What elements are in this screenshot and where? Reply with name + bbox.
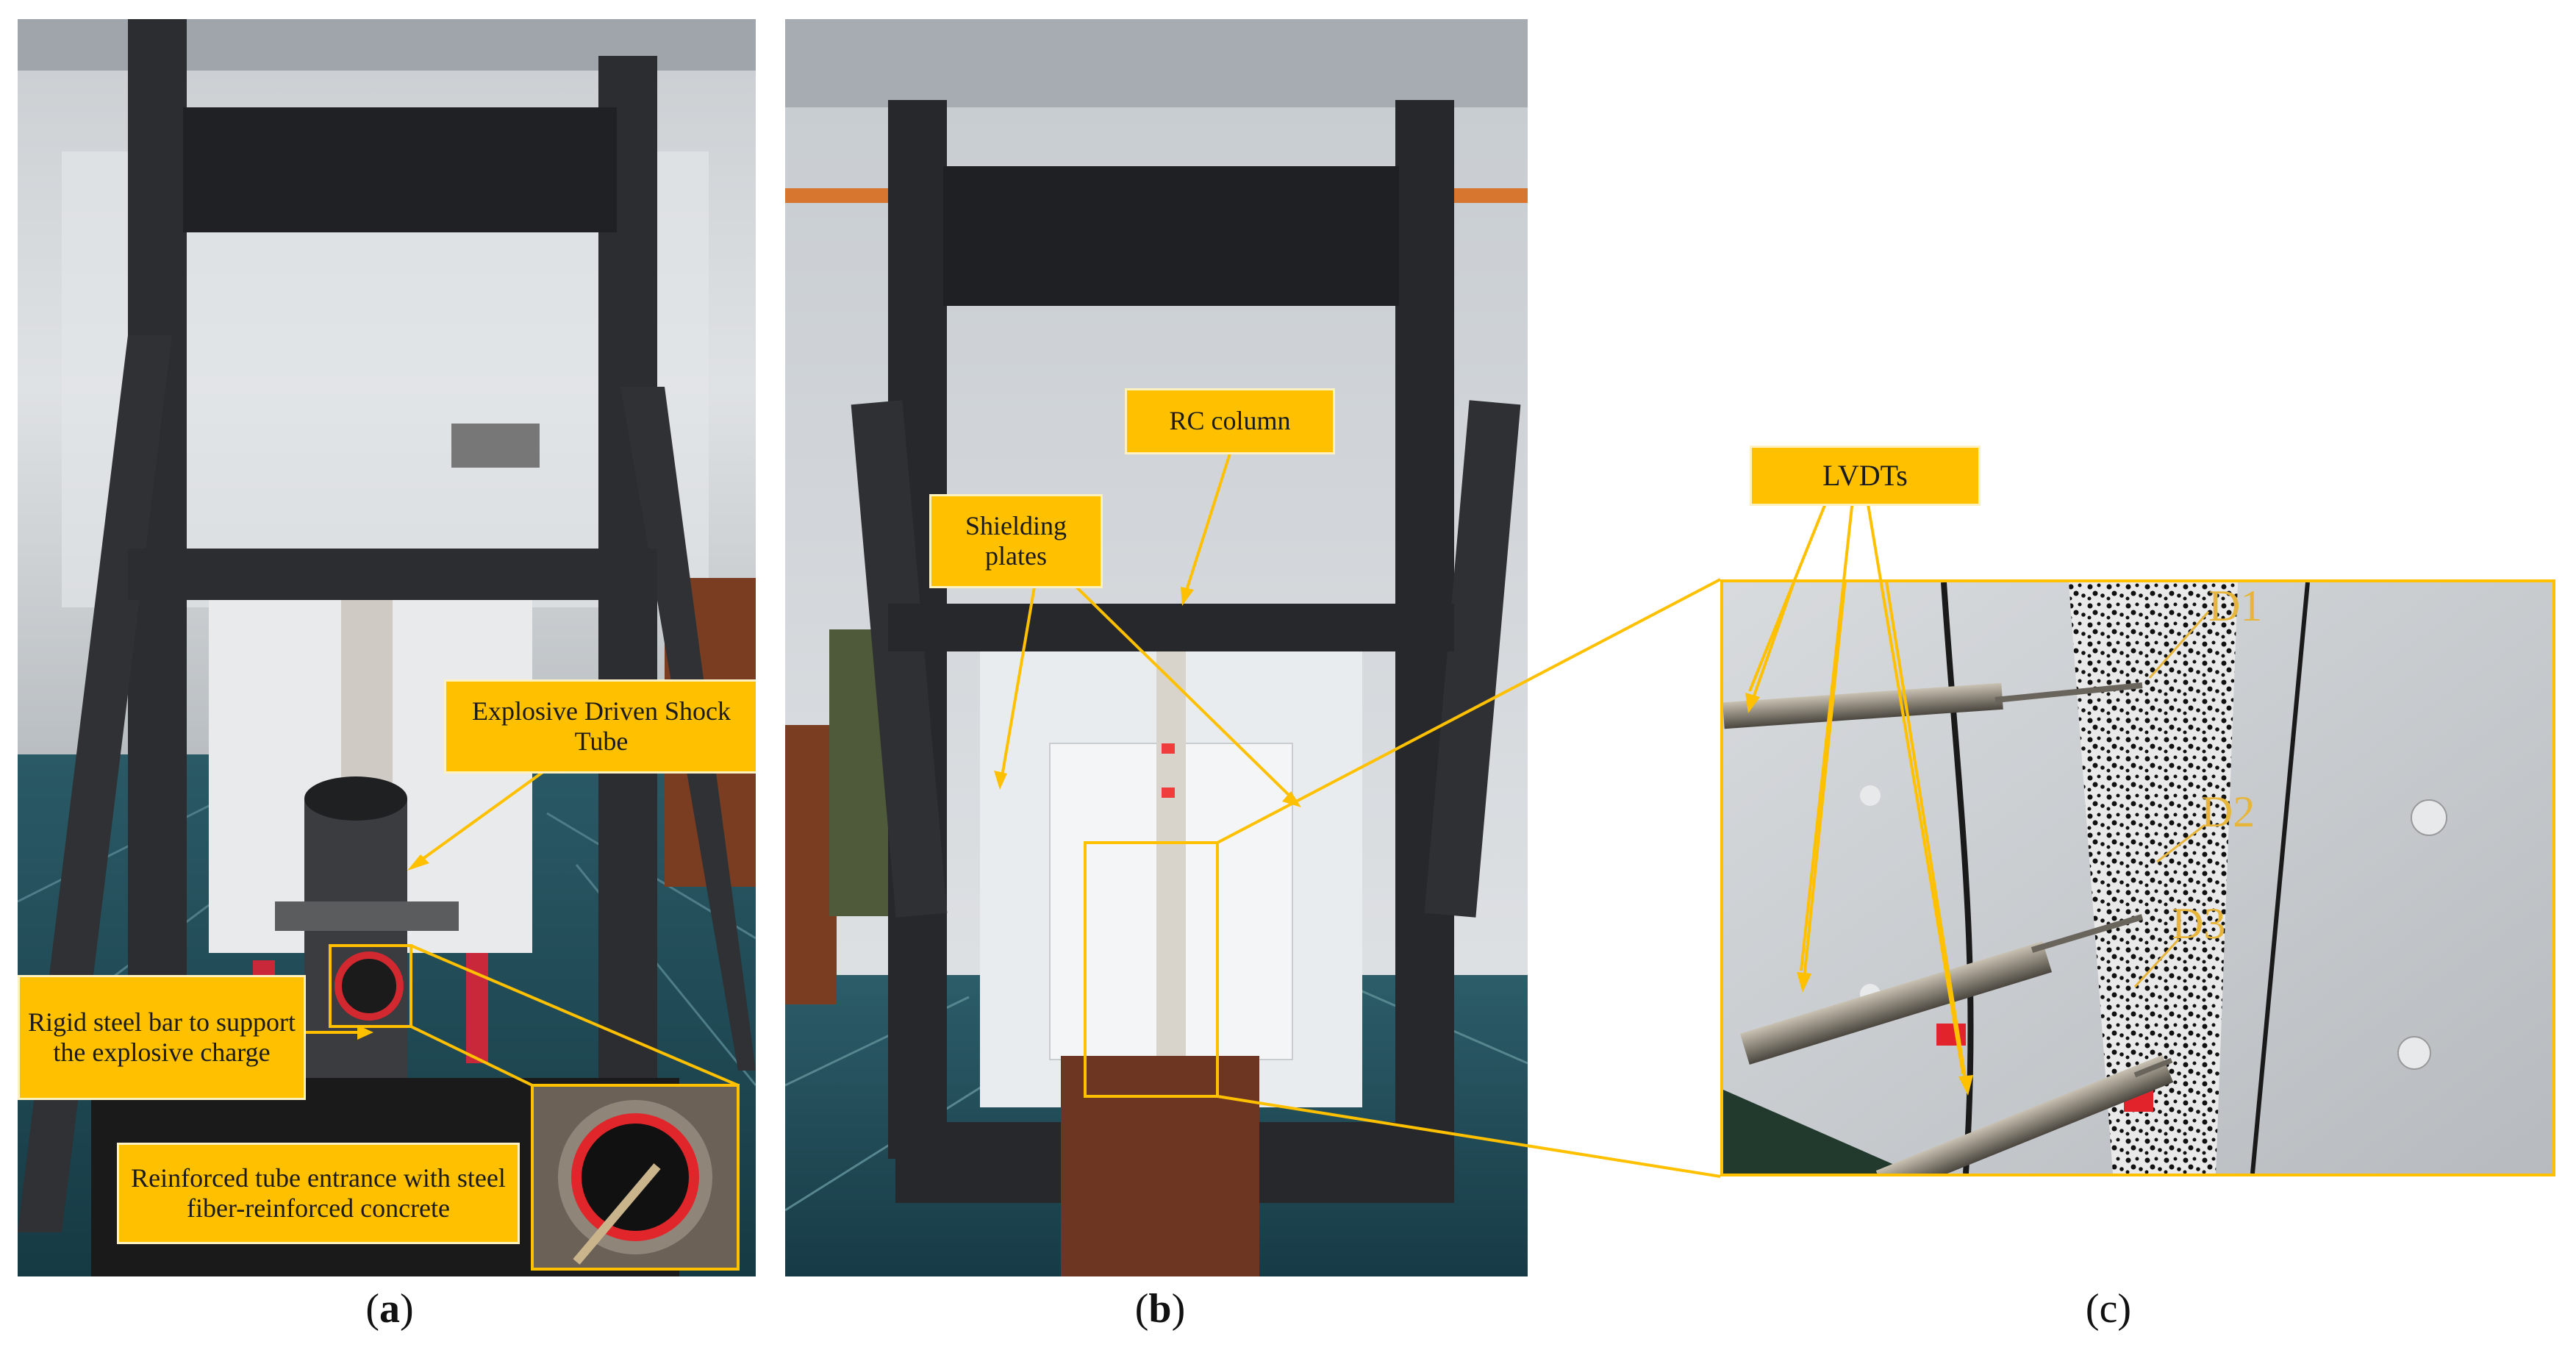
- shock-tube-photo: [18, 19, 756, 1276]
- label-d1: D1: [2208, 582, 2263, 630]
- photo-panel-c: D1 D2 D3: [1720, 579, 2555, 1176]
- label-shielding-plates: Shielding plates: [929, 494, 1103, 588]
- lvdt-closeup-photo: [1723, 582, 2552, 1174]
- label-shock-tube: Explosive Driven Shock Tube: [444, 679, 756, 774]
- caption-c: (c): [2085, 1286, 2132, 1332]
- label-rc-column: RC column: [1125, 388, 1335, 454]
- label-d3: D3: [2172, 899, 2226, 948]
- photo-panel-a: Explosive Driven Shock Tube Rigid steel …: [18, 19, 756, 1276]
- caption-a: (a): [365, 1286, 414, 1332]
- caption-b: (b): [1134, 1286, 1186, 1332]
- rc-column-photo: [785, 19, 1528, 1276]
- label-lvdts: LVDTs: [1750, 446, 1981, 506]
- label-d2: D2: [2201, 788, 2255, 836]
- photo-panel-b: RC column Shielding plates: [785, 19, 1528, 1276]
- label-steel-bar: Rigid steel bar to support the explosive…: [18, 975, 306, 1100]
- label-tube-entrance: Reinforced tube entrance with steel fibe…: [117, 1143, 520, 1244]
